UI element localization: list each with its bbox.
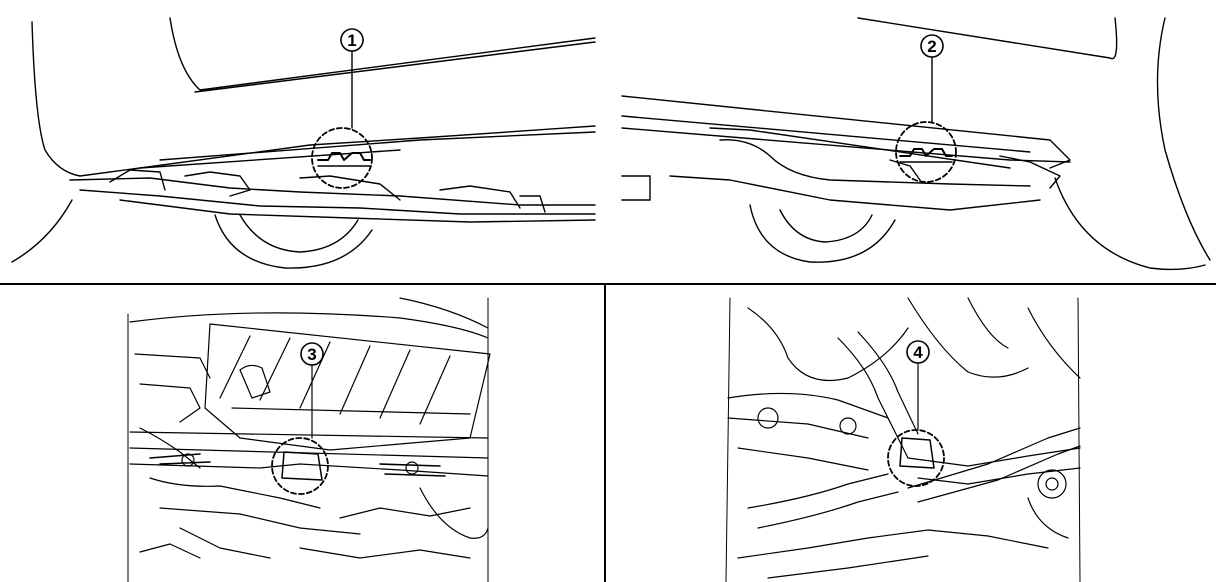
callout-label-3: 3 xyxy=(307,345,316,364)
body-lower-edge xyxy=(31,21,596,177)
callout-marker-2 xyxy=(920,34,944,58)
jack-point-circle-3 xyxy=(271,437,329,495)
jack-point-circle-4 xyxy=(887,429,945,487)
tire xyxy=(214,214,373,269)
jack-point-notch-2 xyxy=(899,148,953,157)
body-panel-line xyxy=(169,17,596,91)
undercover-outline xyxy=(204,323,491,451)
horizontal-divider xyxy=(0,283,1216,285)
jack-point-notch-1 xyxy=(317,152,371,161)
callout-label-1: 1 xyxy=(347,31,356,50)
callout-marker-3 xyxy=(300,342,324,366)
tire xyxy=(749,204,896,263)
callout-label-2: 2 xyxy=(927,37,936,56)
panel-side-sill-rear: 2 xyxy=(610,0,1216,283)
panel-rear-underbody: 4 xyxy=(608,288,1216,582)
callout-marker-4 xyxy=(906,340,930,364)
panel-side-sill-front: 1 xyxy=(0,0,605,283)
panel-front-underbody: 3 xyxy=(0,288,605,582)
jack-point-circle-1 xyxy=(311,127,373,189)
vertical-divider xyxy=(604,285,606,582)
body-lower-edge xyxy=(621,95,1071,169)
callout-label-4: 4 xyxy=(913,343,923,362)
suspension-arm xyxy=(837,337,909,459)
jack-point-circle-2 xyxy=(895,121,957,183)
callout-marker-1 xyxy=(340,28,364,52)
